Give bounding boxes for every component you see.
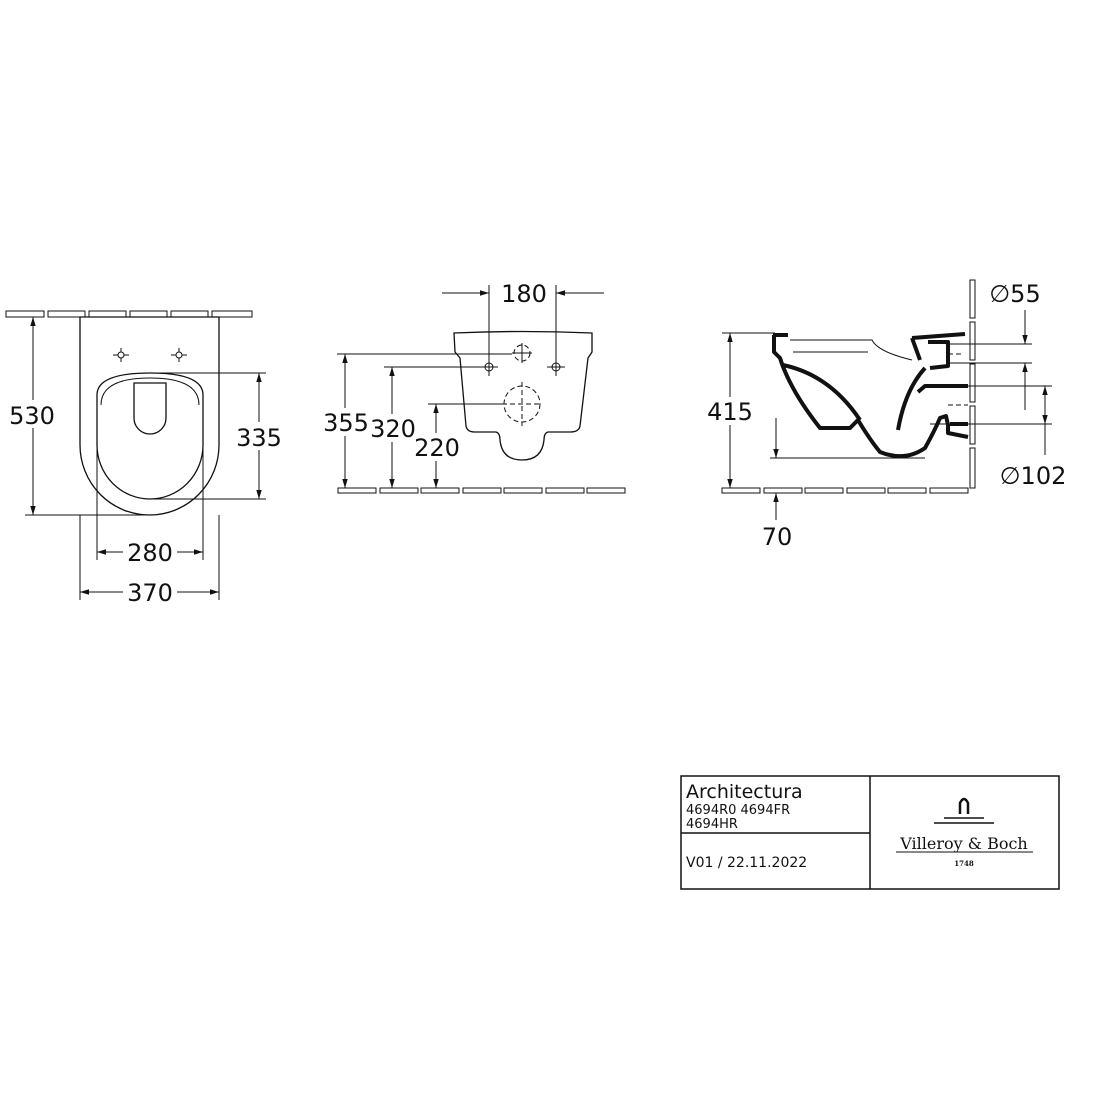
wall-tiles xyxy=(5,310,253,318)
title-block: Architectura 4694R0 4694FR 4694HR V01 / … xyxy=(680,775,1060,890)
dim-outlet-diameter-label: ∅102 xyxy=(1000,462,1067,490)
dim-length-label: 530 xyxy=(9,402,55,430)
seat-opening xyxy=(133,382,167,435)
logo-brand: Villeroy & Boch xyxy=(899,834,1027,853)
dim-height-label: 415 xyxy=(707,398,753,426)
wall-section xyxy=(969,279,976,489)
side-bowl-section xyxy=(772,333,969,459)
front-bowl-outline xyxy=(453,330,593,461)
article-numbers-line1: 4694R0 4694FR xyxy=(686,803,790,818)
floor-tiles xyxy=(337,487,626,494)
dim-seat-depth-label: 335 xyxy=(236,424,282,452)
dimension-lines xyxy=(25,317,266,600)
front-view: 180 355 320 220 xyxy=(323,280,626,494)
floor-tiles xyxy=(721,487,969,494)
dim-height-fixing-label: 320 xyxy=(370,415,416,443)
version-date: V01 / 22.11.2022 xyxy=(686,855,807,871)
fixing-hole-icon xyxy=(113,348,187,362)
logo-year: 1748 xyxy=(954,859,974,868)
dimension-lines xyxy=(722,310,1052,520)
side-view: 415 ∅55 ∅102 70 xyxy=(706,279,1067,551)
bowl-outline xyxy=(79,316,220,516)
dim-floor-clearance-label: 70 xyxy=(762,523,793,551)
product-name: Architectura xyxy=(686,781,803,803)
inlet-circle-icon xyxy=(512,343,532,363)
plan-view: 530 335 280 370 xyxy=(5,310,283,607)
article-numbers-line2: 4694HR xyxy=(686,817,738,832)
dim-width-label: 370 xyxy=(127,579,173,607)
dim-height-top-label: 355 xyxy=(323,409,369,437)
dim-height-outlet-label: 220 xyxy=(414,434,460,462)
dim-seat-width-label: 280 xyxy=(127,539,173,567)
seat-outline xyxy=(96,372,204,500)
dim-inlet-diameter-label: ∅55 xyxy=(989,280,1040,308)
villeroy-boch-logo: Villeroy & Boch 1748 xyxy=(896,797,1033,868)
outlet-circle-icon xyxy=(502,382,542,426)
dimension-lines xyxy=(337,285,604,488)
dim-fixing-spacing-label: 180 xyxy=(501,280,547,308)
